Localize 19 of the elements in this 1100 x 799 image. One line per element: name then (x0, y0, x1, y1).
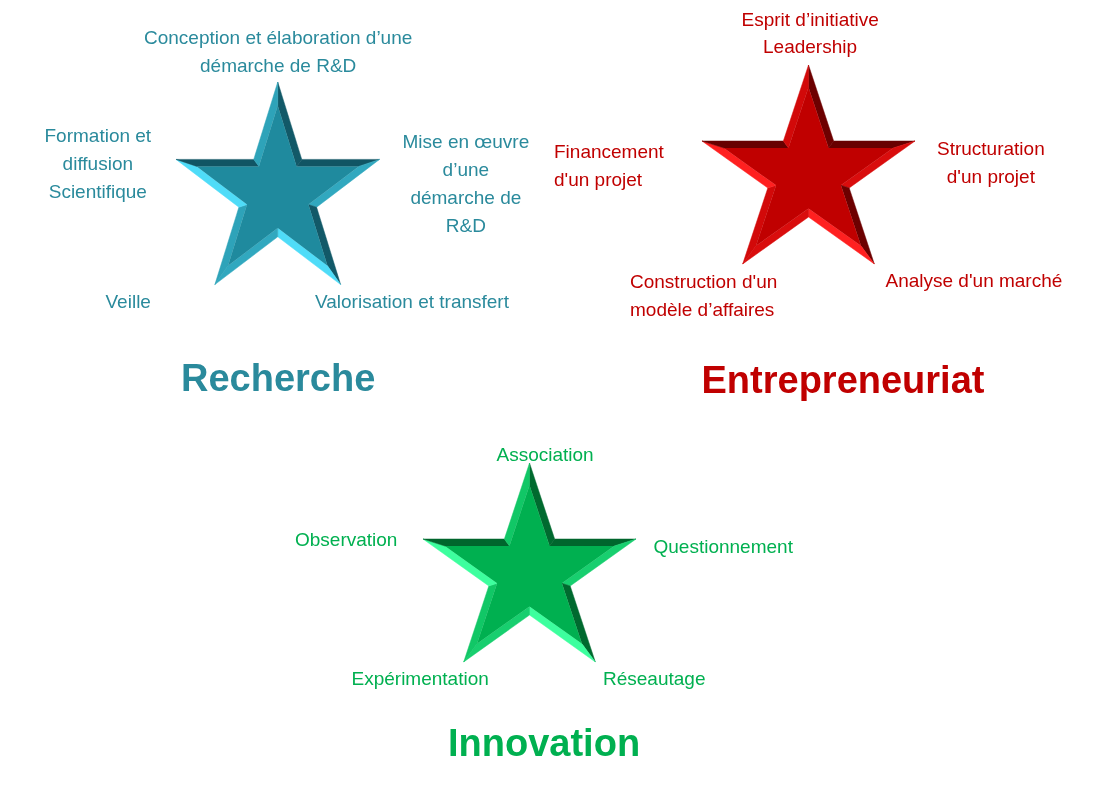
tip-label: Formation et diffusion Scientifique (44, 124, 152, 204)
tip-label: Analyse d'un marché (885, 269, 1063, 293)
tip-label: Structuration d'un projet (937, 137, 1045, 189)
tip-label: Réseautage (603, 667, 706, 691)
tip-label: Esprit d’initiative (741, 8, 879, 32)
heading: Recherche (181, 356, 376, 400)
tip-label: Expérimentation (351, 667, 489, 691)
tip-label: Financement d'un projet (554, 140, 664, 192)
heading: Entrepreneuriat (701, 358, 985, 402)
tip-label: Leadership (763, 35, 858, 59)
tip-label: Conception et élaboration d’une démarche de R&D (144, 26, 413, 78)
heading: Innovation (448, 721, 641, 765)
tip-label: Mise en œuvre d’une démarche de R&D (402, 130, 530, 238)
tip-label: Association (496, 443, 594, 467)
tip-label: Questionnement (653, 535, 793, 559)
tip-label: Valorisation et transfert (315, 290, 509, 314)
tip-label: Construction d'un modèle d’affaires (630, 270, 778, 322)
tip-label: Observation (295, 528, 398, 552)
tip-label: Veille (105, 290, 151, 314)
